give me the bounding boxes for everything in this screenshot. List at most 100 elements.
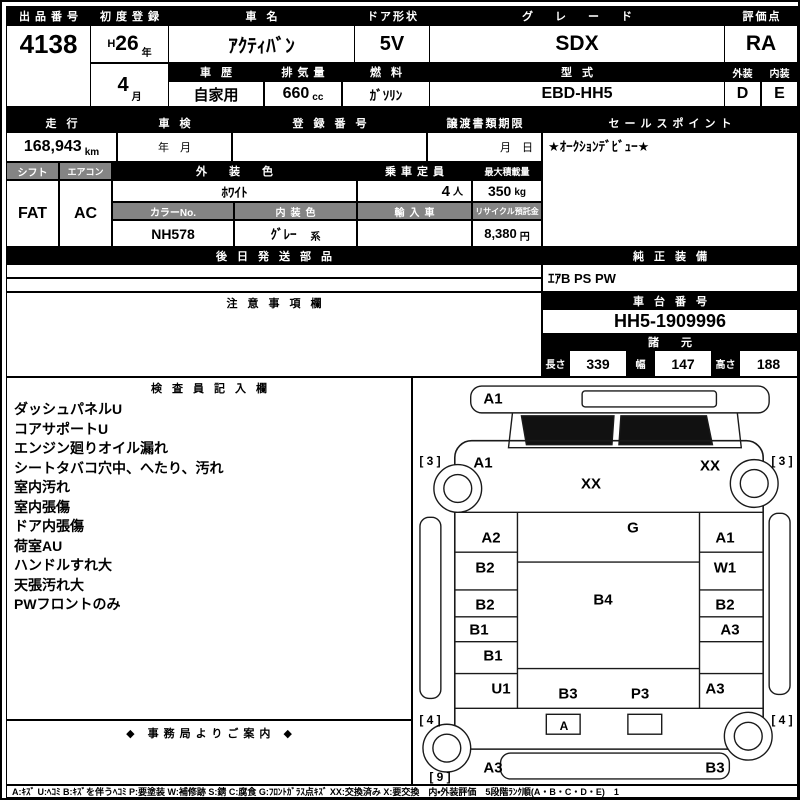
- recycle-deposit-value: 8,380: [484, 226, 517, 241]
- max-load-label: 最大積載量: [472, 162, 542, 180]
- damage-code-label: B2: [715, 596, 735, 614]
- length-label: 長さ: [542, 350, 569, 377]
- damage-code-label: B2: [475, 559, 495, 577]
- damage-code-label: B2: [475, 596, 495, 614]
- damage-code-label: A3: [483, 759, 503, 777]
- damage-code-label: [ 9 ]: [429, 770, 451, 784]
- damage-code-label: B1: [483, 647, 503, 665]
- max-load-unit: kg: [514, 187, 527, 198]
- model-value: EBD-HH5: [429, 81, 725, 107]
- capacity-value-cell: 4 人: [357, 180, 472, 202]
- damage-code-label: U1: [491, 680, 511, 698]
- damage-code-label: A3: [720, 621, 740, 639]
- damage-code-label: [ 4 ]: [419, 713, 441, 727]
- inspector-note-line: ドア内張傷: [14, 518, 84, 534]
- interior-color-suffix: 系: [310, 232, 321, 243]
- length-value: 339: [569, 350, 627, 377]
- displacement-unit: cc: [312, 92, 324, 103]
- caution-box: 注意事項欄: [6, 292, 542, 377]
- dimensions-label: 諸元: [542, 334, 798, 350]
- mileage-label: 走行: [6, 114, 117, 132]
- inspector-note-line: PWフロントのみ: [14, 596, 121, 612]
- damage-code-label: W1: [713, 559, 737, 577]
- aircon-label: エアコン: [59, 162, 112, 180]
- grade-value: SDX: [429, 25, 725, 63]
- fuel-label: 燃料: [342, 63, 430, 81]
- interior-color-label: 内装色: [234, 202, 357, 220]
- registration-no-value: [232, 132, 427, 162]
- exterior-color-label: 外装色: [112, 162, 357, 180]
- damage-code-label: [ 3 ]: [771, 454, 793, 468]
- office-box: ◆ 事務局よりご案内 ◆: [6, 720, 412, 785]
- mileage-unit: km: [84, 147, 100, 158]
- first-reg-month: 4: [117, 73, 129, 96]
- first-reg-era: H: [107, 38, 116, 50]
- inspector-note-line: 天張汚れ大: [14, 576, 84, 593]
- car-name-label: 車名: [168, 6, 355, 25]
- oem-equipment-label: 純正装備: [542, 247, 798, 264]
- car-name-value: ｱｸﾃｨﾊﾞﾝ: [168, 25, 355, 63]
- import-car-label: 輸入車: [357, 202, 472, 220]
- recycle-deposit-label: リサイクル預託金: [472, 202, 542, 220]
- width-label: 幅: [627, 350, 654, 377]
- caution-label: 注意事項欄: [226, 298, 332, 310]
- capacity-value: 4: [441, 182, 450, 200]
- damage-code-label: XX: [580, 475, 602, 493]
- interior-color-value: ｸﾞﾚｰ: [270, 227, 297, 242]
- max-load-value: 350: [487, 183, 512, 199]
- damage-code-label: A1: [473, 454, 493, 472]
- interior-grade-label: 内装: [761, 63, 798, 81]
- model-label: 型式: [429, 63, 725, 81]
- inspector-label: 検査員記入欄: [151, 383, 277, 395]
- inspection-label: 車検: [117, 114, 232, 132]
- recycle-deposit-value-cell: 8,380 円: [472, 220, 542, 247]
- door-shape-value: 5V: [354, 25, 430, 63]
- inspector-note-line: 荷室AU: [14, 537, 63, 554]
- damage-code-label: A3: [705, 680, 725, 698]
- registration-no-label: 登録番号: [232, 114, 427, 132]
- displacement-value: 660: [282, 85, 310, 102]
- grade-label: グレード: [429, 6, 725, 25]
- first-reg-year-unit: 年: [141, 48, 152, 59]
- inspection-value: 年 月: [117, 132, 232, 162]
- damage-code-label: G: [627, 519, 639, 537]
- exterior-grade-label: 外装: [724, 63, 761, 81]
- door-shape-label: ドア形状: [354, 6, 430, 25]
- capacity-unit: 人: [453, 187, 463, 198]
- inspector-note-line: コアサポートU: [14, 420, 109, 437]
- transfer-deadline-label: 譲渡書類期限: [427, 114, 542, 132]
- import-car-value: [357, 220, 472, 247]
- first-reg-year-cell: H 26 年: [90, 25, 169, 63]
- damage-code-label: B3: [705, 759, 725, 777]
- damage-code-label: A: [559, 719, 569, 733]
- oem-equipment-value: ｴｱB PS PW: [542, 264, 798, 292]
- damage-code-label: A2: [481, 529, 501, 547]
- sales-point-label: セールスポイント: [542, 114, 798, 132]
- max-load-value-cell: 350 kg: [472, 180, 542, 202]
- damage-code-label: B3: [558, 685, 578, 703]
- interior-color-value-cell: ｸﾞﾚｰ 系: [234, 220, 357, 247]
- shift-label: シフト: [6, 162, 59, 180]
- displacement-label: 排気量: [264, 63, 342, 81]
- fuel-value: ｶﾞｿﾘﾝ: [342, 81, 430, 107]
- color-no-value: NH578: [112, 220, 234, 247]
- chassis-no-value: HH5-1909996: [542, 309, 798, 334]
- first-reg-year: 26: [115, 32, 139, 55]
- mileage-value: 168,943: [23, 138, 82, 155]
- damage-code-label: A1: [483, 390, 503, 408]
- height-value: 188: [739, 350, 798, 377]
- shift-value: FAT: [6, 180, 59, 247]
- damage-code-label: [ 4 ]: [771, 713, 793, 727]
- exhibit-no-value: 4138: [6, 25, 91, 107]
- car-outline-svg: [419, 385, 791, 780]
- first-reg-month-cell: 4 月: [90, 63, 169, 107]
- inspector-note-line: 室内張傷: [14, 498, 70, 515]
- damage-code-label: P3: [630, 685, 650, 703]
- exhibit-no-label: 出品番号: [6, 6, 91, 25]
- late-shipping-label: 後日発送部品: [6, 247, 542, 264]
- first-reg-label: 初度登録: [90, 6, 169, 25]
- legend-bar: A:ｷｽﾞ U:ﾍｺﾐ B:ｷｽﾞを伴うﾍｺﾐ P:要塗装 W:補修跡 S:錆 …: [6, 785, 798, 798]
- damage-code-label: XX: [699, 457, 721, 475]
